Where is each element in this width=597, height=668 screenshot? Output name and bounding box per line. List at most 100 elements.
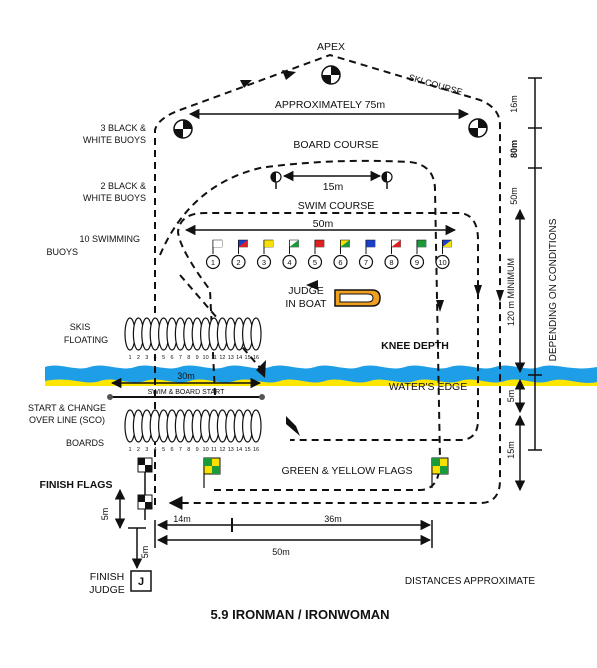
diagram-title: 5.9 IRONMAN / IRONWOMAN [210, 607, 389, 622]
board-number: 5 [162, 447, 165, 453]
ski: 5 [158, 317, 170, 361]
board-number: 9 [196, 447, 199, 453]
swim-course-label: SWIM COURSE [298, 200, 374, 212]
buoys-3-line2: WHITE BUOYS [83, 135, 146, 145]
right-scale [514, 77, 542, 492]
board-buoys [270, 171, 393, 189]
right-50m: 50m [509, 187, 519, 205]
exit-arrowhead [286, 416, 300, 436]
swim-buoy-number: 7 [364, 258, 368, 267]
sco-marker-left [107, 394, 113, 400]
ski-number: 14 [236, 355, 242, 361]
swim-buoy: 5 [307, 239, 325, 270]
ski-number: 4 [154, 355, 157, 361]
board: 3 [141, 409, 153, 453]
board-buoy-left [270, 171, 282, 189]
ski: 10 [200, 317, 212, 361]
swim-buoy: 7 [358, 239, 376, 270]
ski-arrow-2 [282, 70, 296, 80]
board-number: 15 [245, 447, 251, 453]
board-number: 16 [253, 447, 259, 453]
buoys-10-line1: 10 SWIMMING [79, 234, 140, 244]
swim-buoy-number: 5 [313, 258, 317, 267]
board-number: 13 [228, 447, 234, 453]
swim-board-start-label: SWIM & BOARD START [148, 389, 225, 396]
buoys-2-line2: WHITE BUOYS [83, 193, 146, 203]
swim-buoy-number: 4 [287, 258, 291, 267]
ski-number: 2 [137, 355, 140, 361]
ski-number: 10 [203, 355, 209, 361]
swim-buoy: 2 [231, 239, 248, 270]
start-30m-label: 30m [177, 371, 195, 381]
swim-buoy-number: 8 [389, 258, 393, 267]
ski-number: 11 [211, 355, 217, 361]
ski-number: 6 [170, 355, 173, 361]
ski-number: 5 [162, 355, 165, 361]
board-number: 10 [203, 447, 209, 453]
ski-buoy-left [173, 119, 193, 139]
ski-number: 3 [145, 355, 148, 361]
board: 1 [124, 409, 136, 453]
ski-course-label: SKI COURSE [407, 72, 463, 97]
board-buoy-right [381, 171, 393, 189]
ski-number: 8 [187, 355, 190, 361]
swim-course-path [176, 212, 479, 441]
gy-flag-left [203, 457, 221, 488]
swim-buoy: 6 [333, 239, 350, 270]
right-5m: 5m [506, 390, 516, 403]
board-course-label: BOARD COURSE [293, 139, 378, 151]
swim-buoy: 3 [256, 239, 274, 270]
buoys-3-line1: 3 BLACK & [100, 123, 146, 133]
board-number: 3 [145, 447, 148, 453]
gy-flag-right [431, 457, 449, 488]
swim-buoy-number: 6 [338, 258, 342, 267]
finish-flags-label: FINISH FLAGS [40, 479, 113, 491]
dist-5m-judge: 5m [140, 546, 150, 559]
entry-arrowhead [256, 360, 266, 378]
skis-line2: FLOATING [64, 335, 108, 345]
finish-judge-line2: JUDGE [89, 584, 125, 596]
board: 9 [191, 409, 203, 453]
ski-number: 1 [128, 355, 131, 361]
board-course-path [159, 159, 442, 491]
ski-number: 12 [219, 355, 225, 361]
distances-approx-label: DISTANCES APPROXIMATE [405, 576, 536, 587]
finish-judge-letter: J [138, 576, 144, 588]
board-number: 4 [154, 447, 157, 453]
ski-number: 9 [196, 355, 199, 361]
apex-label: APEX [317, 41, 345, 53]
right-120m: 120 m MINIMUM [506, 258, 516, 326]
dist-5m-flags: 5m [100, 508, 110, 521]
green-yellow-flags [203, 457, 449, 488]
sco-line1: START & CHANGE [28, 403, 106, 413]
knee-depth-label: KNEE DEPTH [381, 340, 449, 352]
approx-75m-label: APPROXIMATELY 75m [275, 99, 386, 111]
buoys-10-line2: BUOYS [46, 247, 78, 257]
apex-buoy [321, 65, 341, 85]
right-16m: 16m [509, 95, 519, 113]
finish-judge-box [130, 570, 152, 592]
swim-buoys: 1 2 3 4 5 6 7 8 9 10 [205, 239, 452, 270]
finish-flags [137, 457, 153, 520]
board-15m-label: 15m [323, 181, 344, 193]
swim-buoy-number: 2 [236, 258, 240, 267]
board: 16 [250, 409, 262, 453]
board-number: 12 [219, 447, 225, 453]
swim-buoy: 1 [205, 239, 223, 270]
ski-buoy-right [468, 118, 488, 138]
ski-number: 16 [253, 355, 259, 361]
boards-label: BOARDS [66, 438, 104, 448]
swim-buoy-number: 10 [438, 258, 446, 267]
swim-buoy-number: 9 [415, 258, 419, 267]
ski-number: 15 [245, 355, 251, 361]
ski-arrow-1 [240, 80, 252, 88]
ski-buoys [173, 65, 488, 139]
judge-line1: JUDGE [288, 285, 324, 297]
swim-arrow-left [306, 280, 318, 290]
swim-arrow-down [474, 285, 482, 297]
swim-buoy: 8 [384, 239, 401, 270]
ski: 16 [250, 317, 262, 361]
